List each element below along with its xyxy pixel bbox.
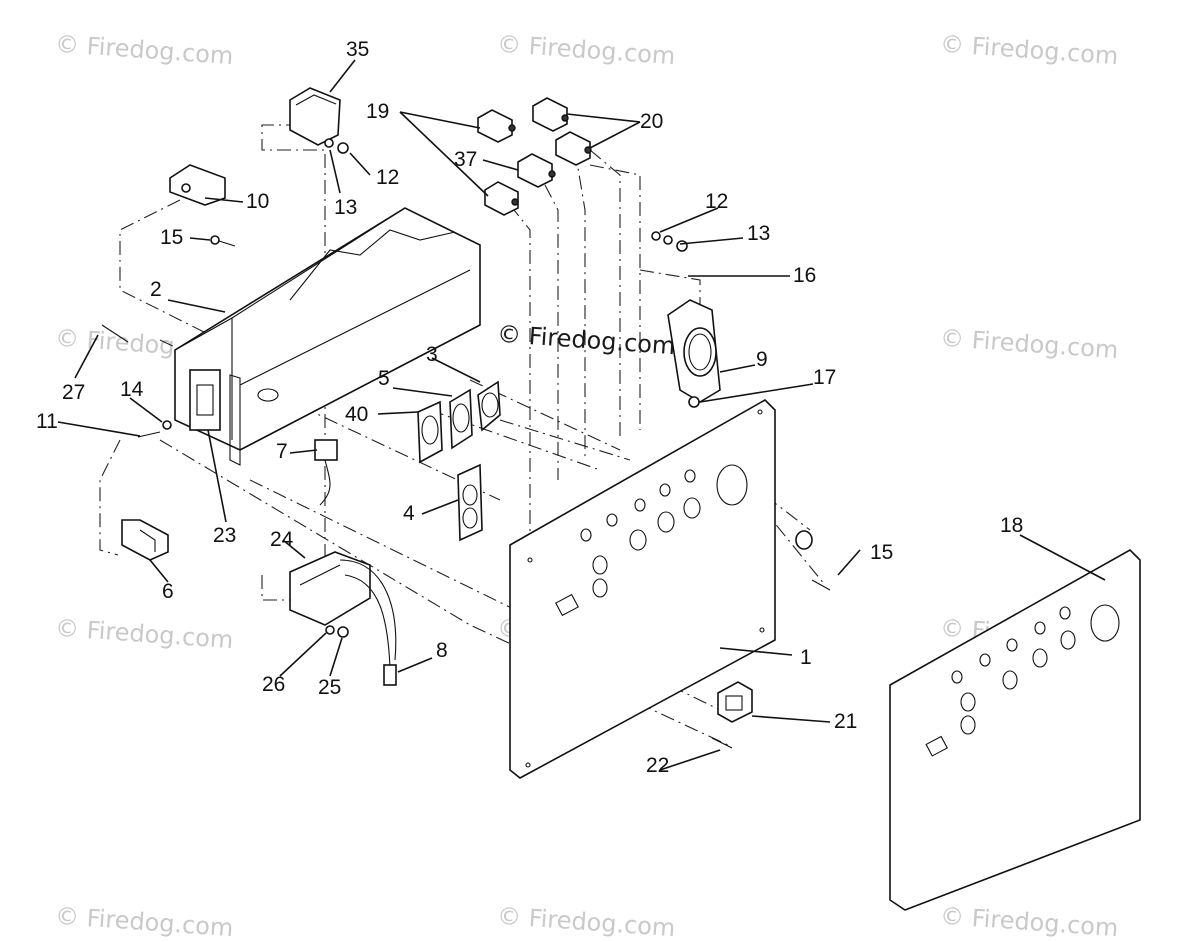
callout-18: 18 bbox=[1000, 514, 1023, 537]
callout-14: 14 bbox=[120, 378, 144, 401]
callout-12: 12 bbox=[376, 166, 399, 189]
part-6-switch bbox=[121, 519, 169, 561]
callout-1: 1 bbox=[800, 646, 812, 669]
part-3-receptacle bbox=[477, 380, 501, 432]
callout-40: 40 bbox=[345, 403, 368, 426]
part-9-meter bbox=[667, 299, 721, 403]
nut-12-top bbox=[337, 142, 349, 154]
washer-17 bbox=[688, 396, 700, 408]
washer-16 bbox=[676, 240, 688, 252]
screw-15-right bbox=[811, 579, 831, 591]
washer-14 bbox=[162, 420, 172, 430]
screw-11 bbox=[137, 431, 161, 438]
callout-8: 8 bbox=[436, 639, 448, 662]
part-1-front-panel bbox=[509, 399, 776, 779]
callout-37: 37 bbox=[454, 148, 477, 171]
washer-13-right bbox=[663, 235, 673, 245]
callout-11: 11 bbox=[36, 410, 58, 433]
part-21-switch bbox=[717, 681, 753, 723]
callout-20: 20 bbox=[640, 110, 663, 133]
part-37-block bbox=[517, 153, 556, 188]
part-20-upper bbox=[532, 97, 569, 132]
part-20-lower bbox=[555, 131, 592, 166]
callout-27: 27 bbox=[62, 381, 85, 404]
callout-25: 25 bbox=[318, 676, 341, 699]
callout-24: 24 bbox=[270, 528, 294, 551]
enclosure-box bbox=[174, 207, 481, 466]
washer-13-top bbox=[324, 138, 334, 148]
callout-21: 21 bbox=[834, 710, 857, 733]
part-7-connector bbox=[314, 439, 338, 506]
part-18-decal bbox=[889, 549, 1141, 911]
callout-15: 15 bbox=[160, 226, 183, 249]
part-35-box bbox=[289, 87, 341, 146]
screw-27 bbox=[101, 324, 129, 343]
screw-22 bbox=[711, 737, 733, 749]
leader-lines bbox=[57, 59, 1106, 771]
callout-19: 19 bbox=[366, 100, 389, 123]
callout-13: 13 bbox=[334, 196, 357, 219]
nut-12-right bbox=[651, 231, 661, 241]
callout-6: 6 bbox=[162, 580, 174, 603]
grommet bbox=[795, 530, 813, 550]
callout-7: 7 bbox=[276, 440, 288, 463]
callout-35: 35 bbox=[346, 38, 369, 61]
part-19-upper bbox=[477, 109, 516, 143]
callout-16: 16 bbox=[793, 264, 816, 287]
callout-2: 2 bbox=[150, 278, 162, 301]
part-10-block bbox=[169, 164, 226, 206]
part-19-lower bbox=[484, 181, 519, 216]
callout-15: 15 bbox=[870, 541, 893, 564]
callout-13: 13 bbox=[747, 222, 770, 245]
part-5-receptacle bbox=[449, 388, 473, 450]
callout-5: 5 bbox=[378, 367, 390, 390]
part-40-receptacle bbox=[417, 400, 443, 464]
callout-26: 26 bbox=[262, 673, 285, 696]
callout-10: 10 bbox=[246, 190, 269, 213]
part-4-receptacle bbox=[457, 463, 483, 542]
callout-4: 4 bbox=[403, 502, 415, 525]
callout-23: 23 bbox=[213, 524, 236, 547]
part-24-module bbox=[289, 551, 397, 686]
callout-12: 12 bbox=[705, 190, 728, 213]
callout-22: 22 bbox=[646, 754, 669, 777]
callout-9: 9 bbox=[756, 348, 768, 371]
callout-17: 17 bbox=[813, 366, 836, 389]
callout-labels: 35 12 13 10 15 2 27 14 11 23 6 7 24 26 2… bbox=[36, 38, 1023, 777]
callout-3: 3 bbox=[426, 343, 438, 366]
screw-15-top bbox=[210, 235, 236, 247]
